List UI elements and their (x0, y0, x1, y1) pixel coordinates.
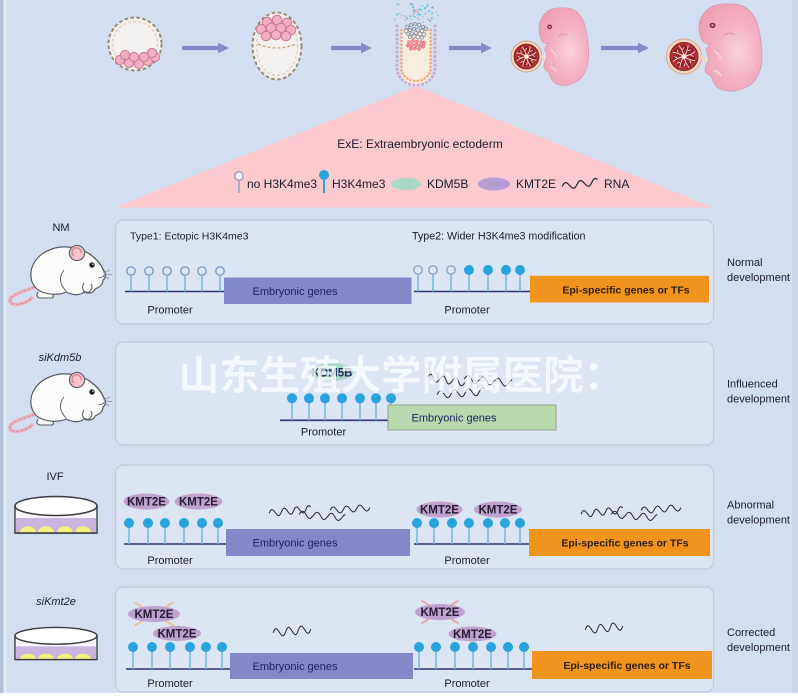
svg-text:Promoter: Promoter (147, 555, 193, 567)
svg-text:Normal: Normal (727, 257, 762, 269)
svg-text:siKdm5b: siKdm5b (39, 352, 82, 364)
svg-text:KMT2E: KMT2E (421, 607, 460, 619)
svg-text:Promoter: Promoter (147, 678, 193, 690)
svg-text:KMT2E: KMT2E (127, 497, 166, 509)
svg-text:KMT2E: KMT2E (158, 629, 197, 641)
svg-text:KMT2E: KMT2E (479, 505, 518, 517)
svg-text:Epi-specific genes or TFs: Epi-specific genes or TFs (563, 660, 690, 672)
svg-text:Type2: Wider H3K4me3 modificat: Type2: Wider H3K4me3 modification (412, 231, 586, 243)
svg-text:Type1: Ectopic H3K4me3: Type1: Ectopic H3K4me3 (130, 231, 249, 243)
svg-text:ExE: Extraembryonic ectoderm: ExE: Extraembryonic ectoderm (337, 137, 502, 151)
svg-text:no H3K4me3: no H3K4me3 (247, 177, 317, 191)
svg-text:development: development (727, 515, 790, 527)
svg-text:Corrected: Corrected (727, 627, 775, 639)
svg-text:Embryonic genes: Embryonic genes (412, 413, 497, 425)
svg-text:Promoter: Promoter (444, 678, 490, 690)
svg-text:RNA: RNA (604, 177, 629, 191)
svg-text:KMT2E: KMT2E (516, 177, 556, 191)
svg-text:Promoter: Promoter (301, 427, 347, 439)
svg-text:siKmt2e: siKmt2e (36, 596, 76, 608)
svg-text:Promoter: Promoter (147, 305, 193, 317)
svg-text:Influenced: Influenced (727, 379, 778, 391)
svg-text:NM: NM (52, 222, 69, 234)
svg-text:Abnormal: Abnormal (727, 500, 774, 512)
svg-text:development: development (727, 272, 790, 284)
svg-text:Promoter: Promoter (444, 555, 490, 567)
svg-text:Embryonic genes: Embryonic genes (253, 538, 338, 550)
svg-text:development: development (727, 642, 790, 654)
svg-text:H3K4me3: H3K4me3 (332, 177, 386, 191)
svg-text:KMT2E: KMT2E (453, 629, 492, 641)
svg-text:KDM5B: KDM5B (427, 177, 468, 191)
svg-text:Epi-specific genes or TFs: Epi-specific genes or TFs (561, 538, 688, 550)
svg-text:Promoter: Promoter (444, 305, 490, 317)
svg-text:Epi-specific genes or TFs: Epi-specific genes or TFs (562, 284, 689, 296)
svg-text:IVF: IVF (46, 471, 63, 483)
svg-text:development: development (727, 394, 790, 406)
svg-text:Embryonic genes: Embryonic genes (253, 661, 338, 673)
svg-text:KMT2E: KMT2E (179, 497, 218, 509)
svg-text:Embryonic genes: Embryonic genes (253, 286, 338, 298)
svg-text:KMT2E: KMT2E (135, 609, 174, 621)
svg-text:KMT2E: KMT2E (420, 505, 459, 517)
